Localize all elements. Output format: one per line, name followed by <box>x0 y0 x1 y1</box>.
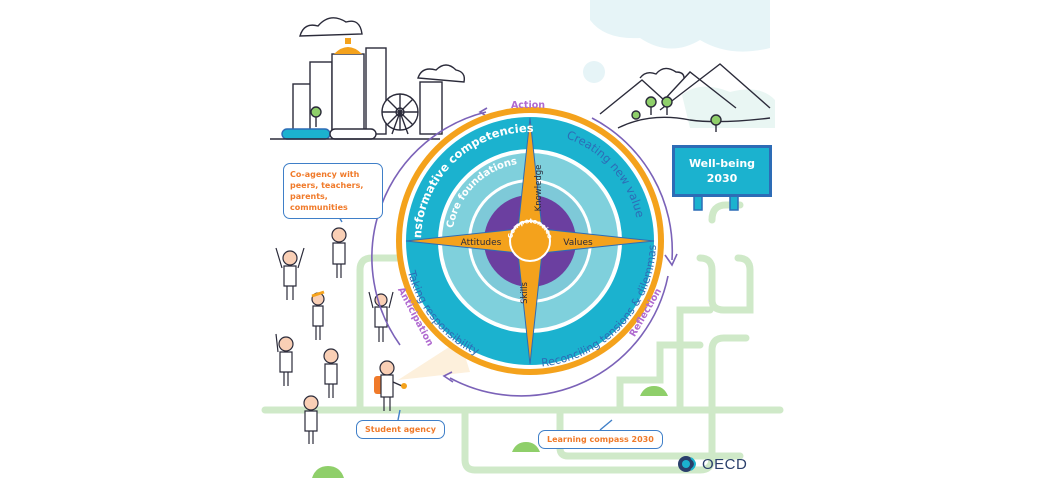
oecd-wordmark: OECD <box>702 455 748 473</box>
oecd-logo-icon <box>678 456 696 472</box>
student-agency-callout: Student agency <box>356 420 445 439</box>
wellbeing-year: 2030 <box>706 172 738 185</box>
city-skyline <box>270 17 466 140</box>
wellbeing-sign: Well-being 2030 <box>672 145 772 197</box>
action-label: Action <box>511 100 545 111</box>
oecd-logo: OECD <box>677 455 747 473</box>
values-label: Values <box>563 238 593 248</box>
student-figure <box>374 340 470 411</box>
mountains <box>599 63 771 132</box>
bushes <box>312 386 668 478</box>
skills-label: Skills <box>520 282 530 304</box>
learning-compass-callout: Learning compass 2030 <box>538 430 663 449</box>
compass <box>396 107 664 375</box>
background-clouds <box>583 0 775 128</box>
people-group <box>275 227 394 444</box>
attitudes-label: Attitudes <box>461 238 502 248</box>
wellbeing-title: Well-being <box>688 157 756 170</box>
co-agency-callout: Co-agency with peers, teachers, parents,… <box>283 163 383 219</box>
knowledge-label: Knowledge <box>534 165 544 212</box>
